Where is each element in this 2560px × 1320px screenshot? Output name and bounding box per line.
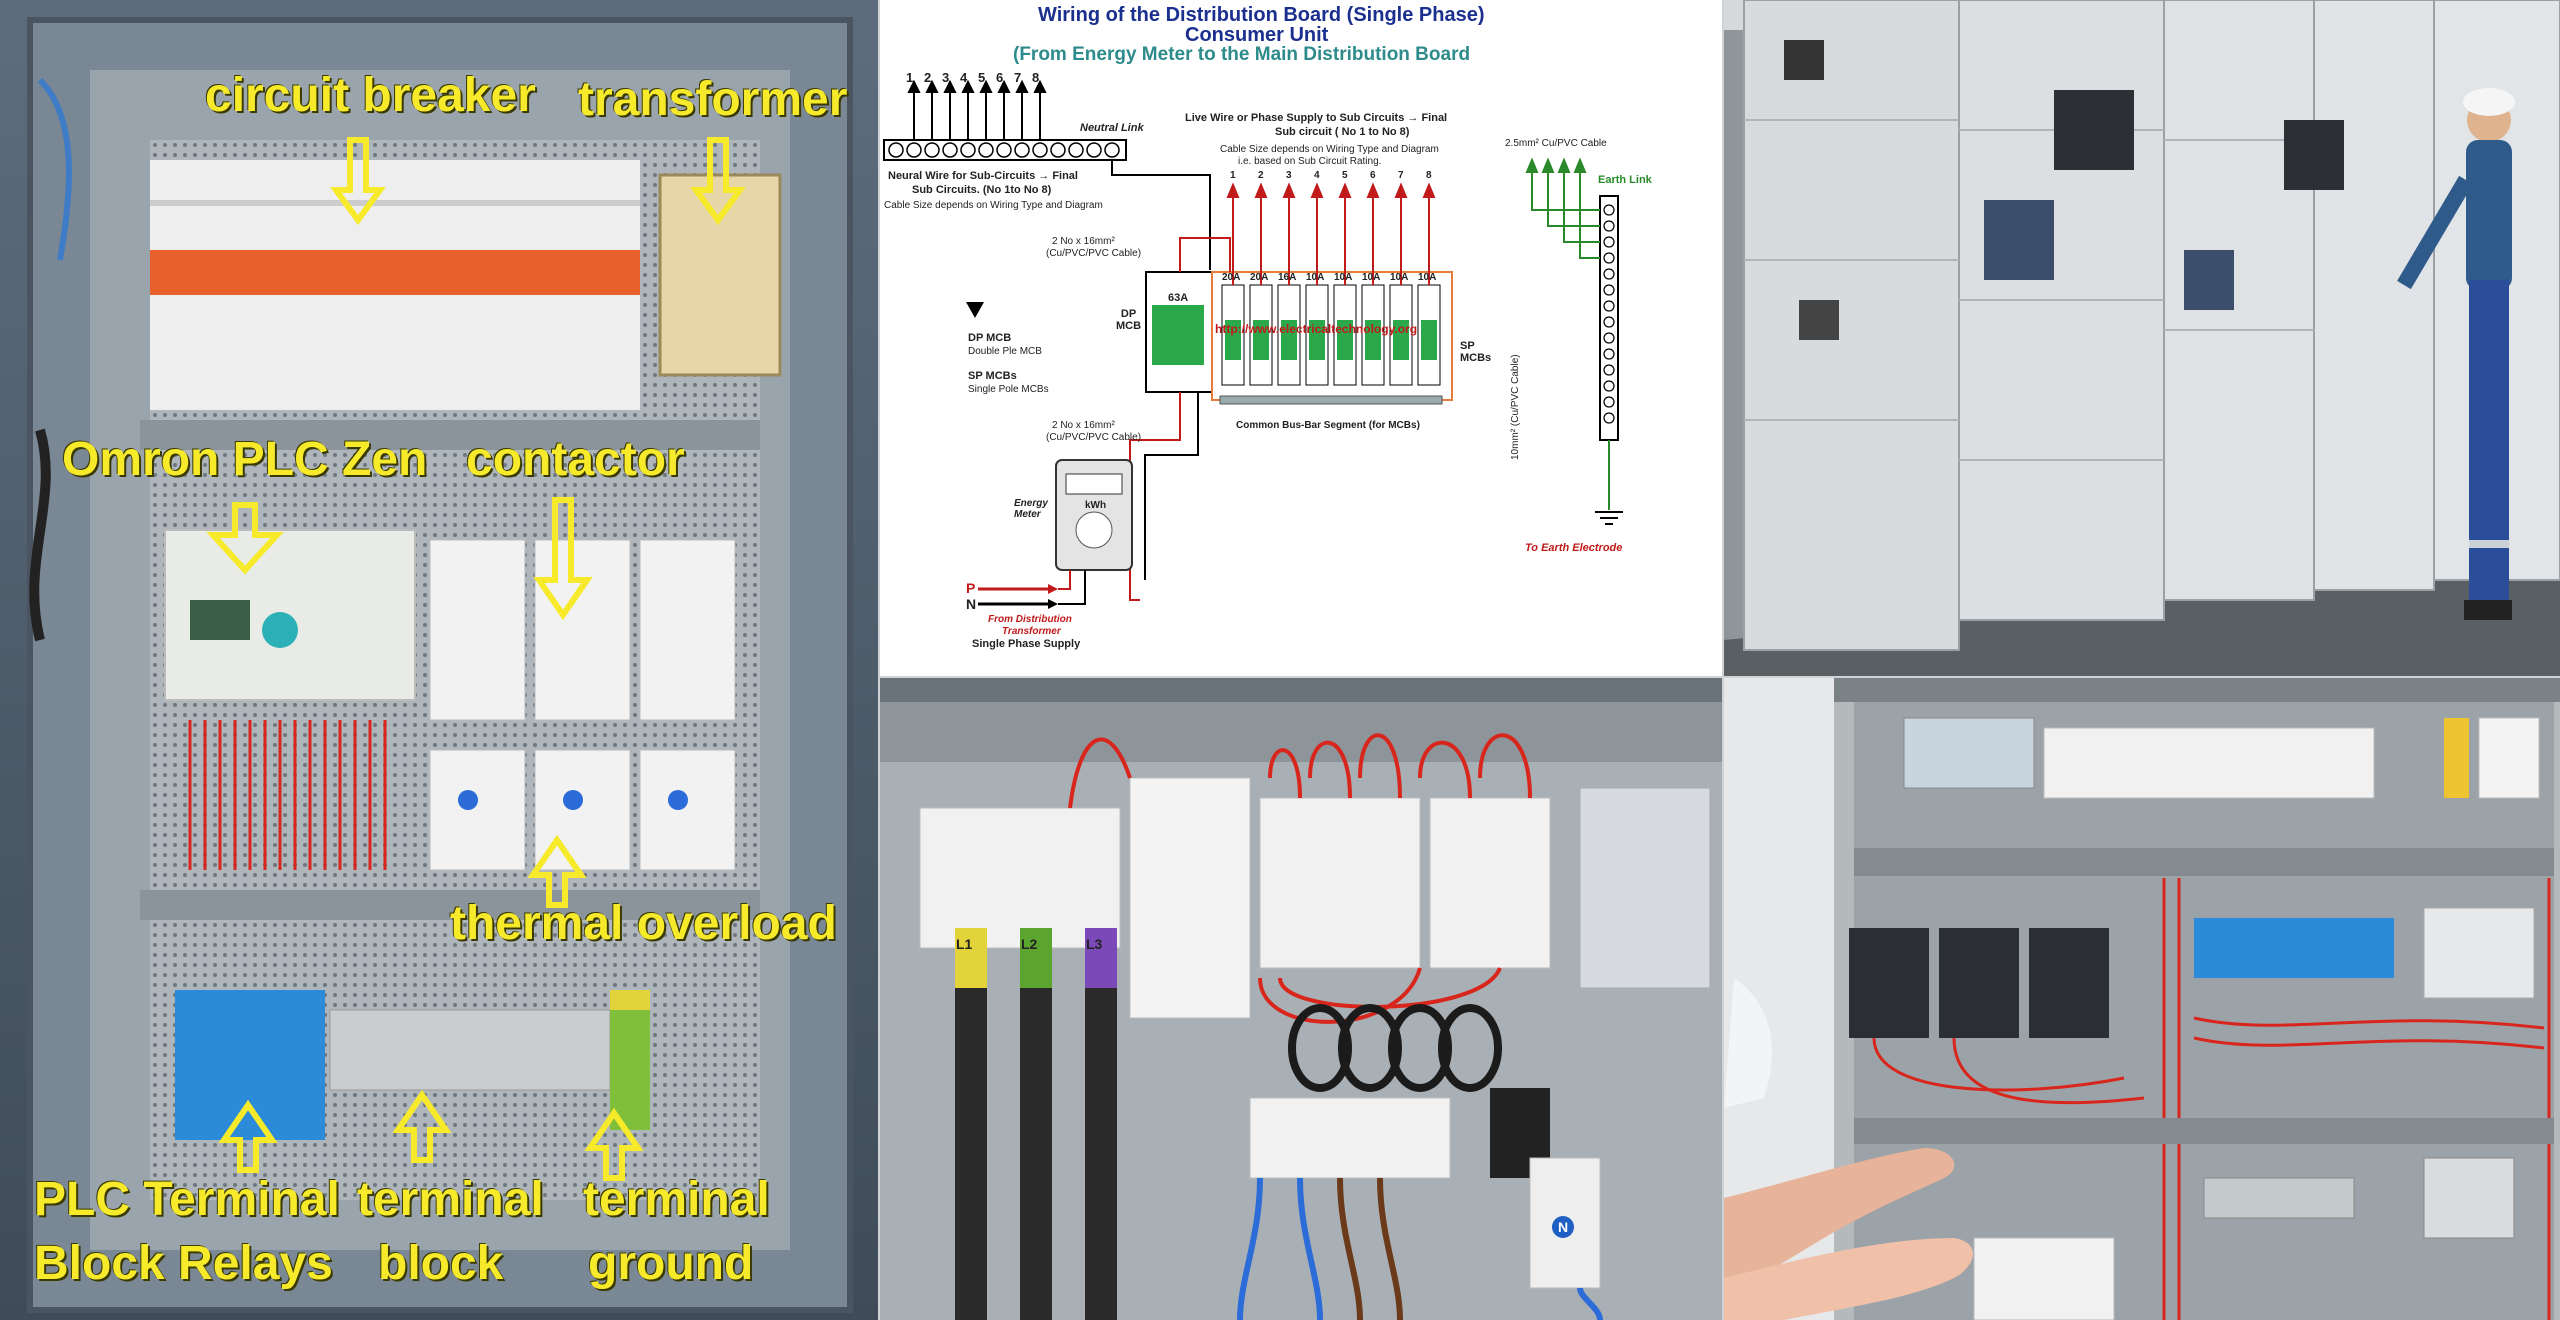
legend-sp-desc: Single Pole MCBs — [968, 384, 1049, 395]
neutral-wire-label-1: Neural Wire for Sub-Circuits → Final — [888, 170, 1078, 182]
cable-16-label-2: (Cu/PVC/PVC Cable) — [1046, 248, 1142, 259]
contactor-label: contactor — [466, 433, 685, 486]
annotation-arrows — [206, 137, 746, 1181]
kwh-label: kWh — [1085, 500, 1107, 511]
circuit-number-4: 4 — [960, 70, 968, 85]
busbar-label: Common Bus-Bar Segment (for MCBs) — [1236, 420, 1420, 431]
plc-terminal-arrow — [218, 1099, 278, 1173]
phase-tag-l3: L3 — [1086, 936, 1103, 952]
diagram-subtitle: Consumer Unit — [1185, 24, 1329, 46]
legend-sp-title: SP MCBs — [968, 370, 1017, 382]
diagram-title: Wiring of the Distribution Board (Single… — [1038, 4, 1485, 26]
mcb-number-2: 2 — [1258, 170, 1264, 181]
mcb-rating-5: 10A — [1334, 272, 1353, 283]
earth-link-label: Earth Link — [1598, 174, 1652, 186]
mcb-number-7: 7 — [1398, 170, 1404, 181]
transformer-arrow — [690, 137, 746, 226]
diagram-subtitle-2: (From Energy Meter to the Main Distribut… — [1013, 44, 1471, 65]
cabinet-illustration — [27, 17, 853, 1313]
mcb-rating-1: 20A — [1222, 272, 1241, 283]
mcb-rating-6: 10A — [1362, 272, 1381, 283]
plc-terminal-label-line1: PLC Terminal — [34, 1173, 340, 1226]
phase-tag-l2: L2 — [1021, 936, 1038, 952]
energy-meter-label: Energy Meter — [1014, 498, 1048, 520]
earth-cable-label: 10mm² (Cu/PVC Cable) — [1510, 354, 1521, 460]
mcb-rating-7: 10A — [1390, 272, 1409, 283]
circuit-number-3: 3 — [942, 70, 950, 85]
mcb-number-3: 3 — [1286, 170, 1292, 181]
website-watermark: http://www.electricaltechnology.org — [1215, 322, 1418, 336]
mcb-number-4: 4 — [1314, 170, 1320, 181]
circuit-number-8: 8 — [1032, 70, 1040, 85]
neutral-wire-label-2: Sub Circuits. (No 1to No 8) — [912, 184, 1052, 196]
plc-arrow — [206, 502, 284, 575]
wiring-diagram: Wiring of the Distribution Board (Single… — [880, 0, 1722, 676]
cable-size-label-2: i.e. based on Sub Circuit Rating. — [1238, 156, 1382, 167]
cable-size-label-1: Cable Size depends on Wiring Type and Di… — [1220, 144, 1439, 155]
mcb-number-8: 8 — [1426, 170, 1432, 181]
dp-mcb-rating: 63A — [1168, 292, 1189, 304]
terminal-ground-label-line1: terminal — [583, 1173, 770, 1226]
mcb-rating-3: 16A — [1278, 272, 1297, 283]
legend-dp-desc: Double Ple MCB — [968, 346, 1042, 357]
neutral-tag: N — [1552, 1216, 1574, 1238]
circuit-breaker-label: circuit breaker — [205, 69, 536, 122]
legend-dp-title: DP MCB — [968, 332, 1012, 344]
hands-figure — [1724, 978, 1973, 1320]
mcb-rating-4: 10A — [1306, 272, 1325, 283]
thermal-overload-label: thermal overload — [450, 897, 837, 950]
live-wire-label-2: Sub circuit ( No 1 to No 8) — [1275, 126, 1410, 138]
mcb-rating-2: 20A — [1250, 272, 1269, 283]
distribution-board-photo: L1 L2 L3 N — [880, 678, 1722, 1320]
neutral-label: N — [966, 596, 977, 612]
mcb-number-6: 6 — [1370, 170, 1376, 181]
switchgear-illustration — [1724, 0, 2560, 676]
terminal-ground-label-line2: ground — [588, 1237, 754, 1290]
cable-16b-label-2: (Cu/PVC/PVC Cable) — [1046, 432, 1142, 443]
cable-25-label: 2.5mm² Cu/PVC Cable — [1505, 138, 1607, 149]
diagram-drawing — [883, 79, 1623, 609]
neutral-link-label: Neutral Link — [1080, 122, 1144, 134]
terminal-block-label-line2: block — [378, 1237, 504, 1290]
dp-mcb-label: DP MCB — [1116, 308, 1142, 332]
cable-16-label-1: 2 No x 16mm² — [1052, 236, 1115, 247]
terminal-ground-arrow — [584, 1107, 644, 1181]
circuit-number-5: 5 — [978, 70, 986, 85]
circuit-number-1: 1 — [906, 70, 914, 85]
to-earth-label: To Earth Electrode — [1525, 542, 1623, 554]
terminal-block-arrow — [392, 1089, 452, 1163]
circuit-number-7: 7 — [1014, 70, 1022, 85]
circuit-number-2: 2 — [924, 70, 932, 85]
mcb-number-1: 1 — [1230, 170, 1236, 181]
from-transformer-2: Transformer — [1002, 626, 1061, 637]
contactor-arrow — [533, 497, 593, 621]
thermal-overload-arrow — [527, 834, 587, 908]
transformer-label: transformer — [578, 73, 848, 126]
control-panel-photo: circuit breaker transformer Omron PLC Ze… — [0, 0, 878, 1320]
mcb-number-5: 5 — [1342, 170, 1348, 181]
phase-label: P — [966, 580, 976, 596]
board-illustration — [880, 678, 1722, 1320]
from-transformer-1: From Distribution — [988, 614, 1072, 625]
omron-plc-label: Omron PLC Zen — [62, 433, 428, 486]
single-phase-label: Single Phase Supply — [972, 638, 1081, 650]
circuit-number-6: 6 — [996, 70, 1004, 85]
wiring-illustration — [1724, 678, 2560, 1320]
plc-terminal-label-line2: Block Relays — [34, 1237, 333, 1290]
control-panel-wiring-photo — [1724, 678, 2560, 1320]
live-wire-label-1: Live Wire or Phase Supply to Sub Circuit… — [1185, 112, 1448, 124]
circuit-breaker-arrow — [330, 137, 386, 226]
cable-16b-label-1: 2 No x 16mm² — [1052, 420, 1115, 431]
sp-mcbs-label: SP MCBs — [1460, 340, 1492, 364]
neutral-wire-label-3: Cable Size depends on Wiring Type and Di… — [884, 200, 1103, 211]
switchgear-room-photo — [1724, 0, 2560, 676]
technician-figure — [2397, 88, 2515, 620]
terminal-block-label-line1: terminal — [357, 1173, 544, 1226]
phase-tag-l1: L1 — [956, 936, 973, 952]
sp-mcb-row — [1221, 284, 1441, 386]
mcb-rating-8: 10A — [1418, 272, 1437, 283]
